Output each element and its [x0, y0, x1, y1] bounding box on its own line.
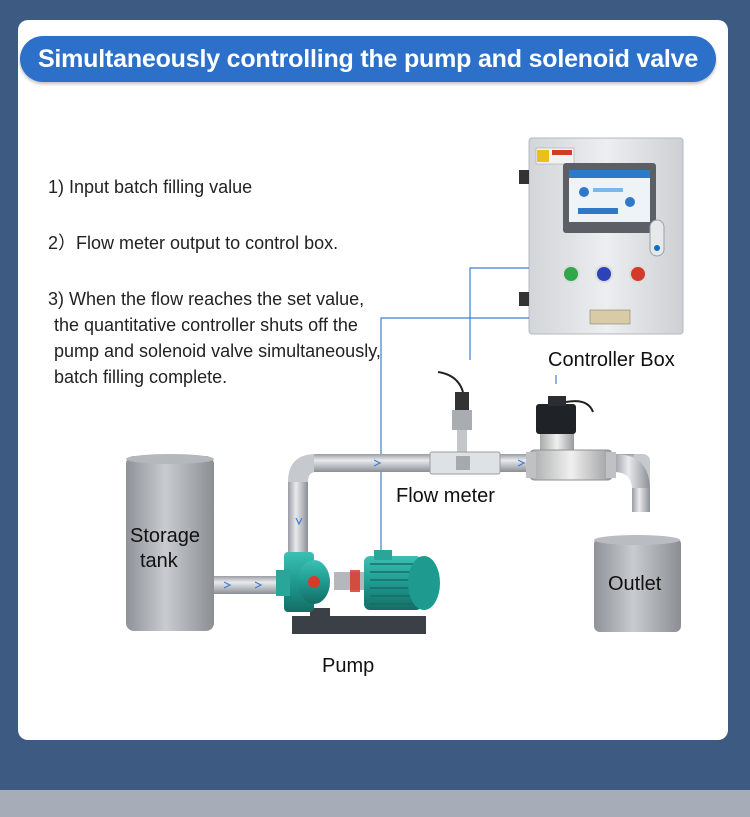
- step-3-line-4: batch filling complete.: [54, 367, 228, 387]
- pump-icon: [276, 550, 440, 634]
- content-card: Simultaneously controlling the pump and …: [18, 20, 728, 740]
- storage-tank-icon: [126, 454, 214, 631]
- outlet-label: Outlet: [608, 573, 662, 595]
- step-3-line-1: 3) When the flow reaches the set value,: [48, 289, 365, 309]
- step-2: 2）Flow meter output to control box.: [48, 233, 339, 253]
- storage-tank-label-line1: Storage: [130, 525, 200, 547]
- bottom-strip: [0, 790, 750, 817]
- flow-meter-label: Flow meter: [396, 485, 495, 507]
- controller-box-label: Controller Box: [548, 349, 675, 371]
- page-title: Simultaneously controlling the pump and …: [20, 36, 716, 82]
- step-3-line-2: the quantitative controller shuts off th…: [54, 315, 358, 335]
- step-3-line-3: pump and solenoid valve simultaneously,: [54, 341, 381, 361]
- pump-valve-diagram: Controller Box Flow meter Storage tank O…: [126, 137, 684, 677]
- flow-meter-icon: [429, 371, 501, 475]
- step-1: 1) Input batch filling value: [48, 177, 253, 197]
- outlet-tank-icon: [594, 535, 681, 632]
- step-3: 3) When the flow reaches the set value, …: [48, 286, 408, 390]
- storage-tank-label-line2: tank: [140, 550, 179, 572]
- signal-lines: [380, 267, 557, 550]
- controller-box-icon: [519, 137, 684, 335]
- solenoid-valve-icon: [526, 396, 616, 481]
- pump-label: Pump: [322, 655, 374, 677]
